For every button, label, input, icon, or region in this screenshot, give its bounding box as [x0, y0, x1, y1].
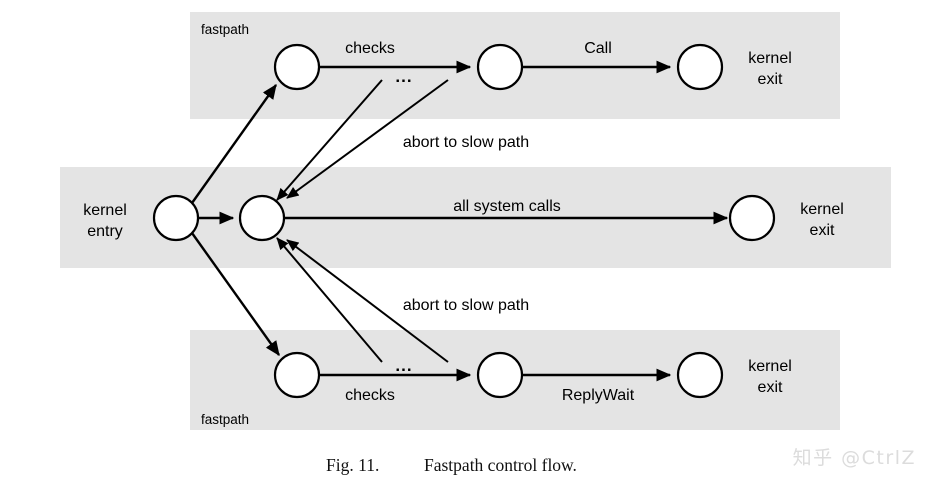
edge-bottom-abort-1: [276, 237, 383, 363]
node-kernel-entry-label-line1: kernel: [83, 202, 127, 219]
node-middle-kernel-exit[interactable]: [728, 194, 776, 242]
band-top-label: fastpath: [201, 22, 249, 37]
edge-top-abort-1: [276, 79, 383, 201]
edge-label-bottom-replywait: ReplyWait: [562, 387, 635, 404]
edge-label-top-checks: checks: [345, 40, 395, 57]
figure-caption-number: Fig. 11.: [326, 455, 379, 475]
edge-top-abort-2: [286, 79, 449, 199]
node-top-kernel-exit-label-line2: exit: [758, 71, 783, 88]
edge-label-bottom-abort: abort to slow path: [403, 297, 529, 314]
watermark: 知乎 @CtrlZ: [792, 447, 916, 469]
node-top-fastpath-start[interactable]: [273, 43, 321, 91]
figure-caption-title: Fastpath control flow.: [424, 455, 577, 475]
band-bottom-label: fastpath: [201, 412, 249, 427]
edge-entry-to-top-fastpath: [191, 84, 277, 204]
node-kernel-entry-label-line2: entry: [87, 223, 123, 240]
edge-label-top-abort: abort to slow path: [403, 134, 529, 151]
node-bottom-kernel-exit[interactable]: [676, 351, 724, 399]
node-middle-kernel-exit-label-line2: exit: [810, 222, 835, 239]
edge-label-top-call: Call: [584, 40, 612, 57]
edge-label-bottom-ellipsis: ...: [395, 356, 412, 375]
node-slow-path[interactable]: [238, 194, 286, 242]
edge-label-top-ellipsis: ...: [395, 67, 412, 86]
node-bottom-fastpath-start[interactable]: [273, 351, 321, 399]
node-bottom-kernel-exit-label-line1: kernel: [748, 358, 792, 375]
node-top-kernel-exit-label-line1: kernel: [748, 50, 792, 67]
node-bottom-kernel-exit-label-line2: exit: [758, 379, 783, 396]
edge-label-bottom-checks: checks: [345, 387, 395, 404]
node-top-kernel-exit[interactable]: [676, 43, 724, 91]
edge-entry-to-bottom-fastpath: [191, 232, 280, 356]
node-kernel-entry[interactable]: [152, 194, 200, 242]
edge-label-all-system-calls: all system calls: [453, 198, 561, 215]
node-middle-kernel-exit-label-line1: kernel: [800, 201, 844, 218]
edge-bottom-abort-2: [286, 239, 449, 363]
node-top-fastpath-mid[interactable]: [476, 43, 524, 91]
node-bottom-fastpath-mid[interactable]: [476, 351, 524, 399]
